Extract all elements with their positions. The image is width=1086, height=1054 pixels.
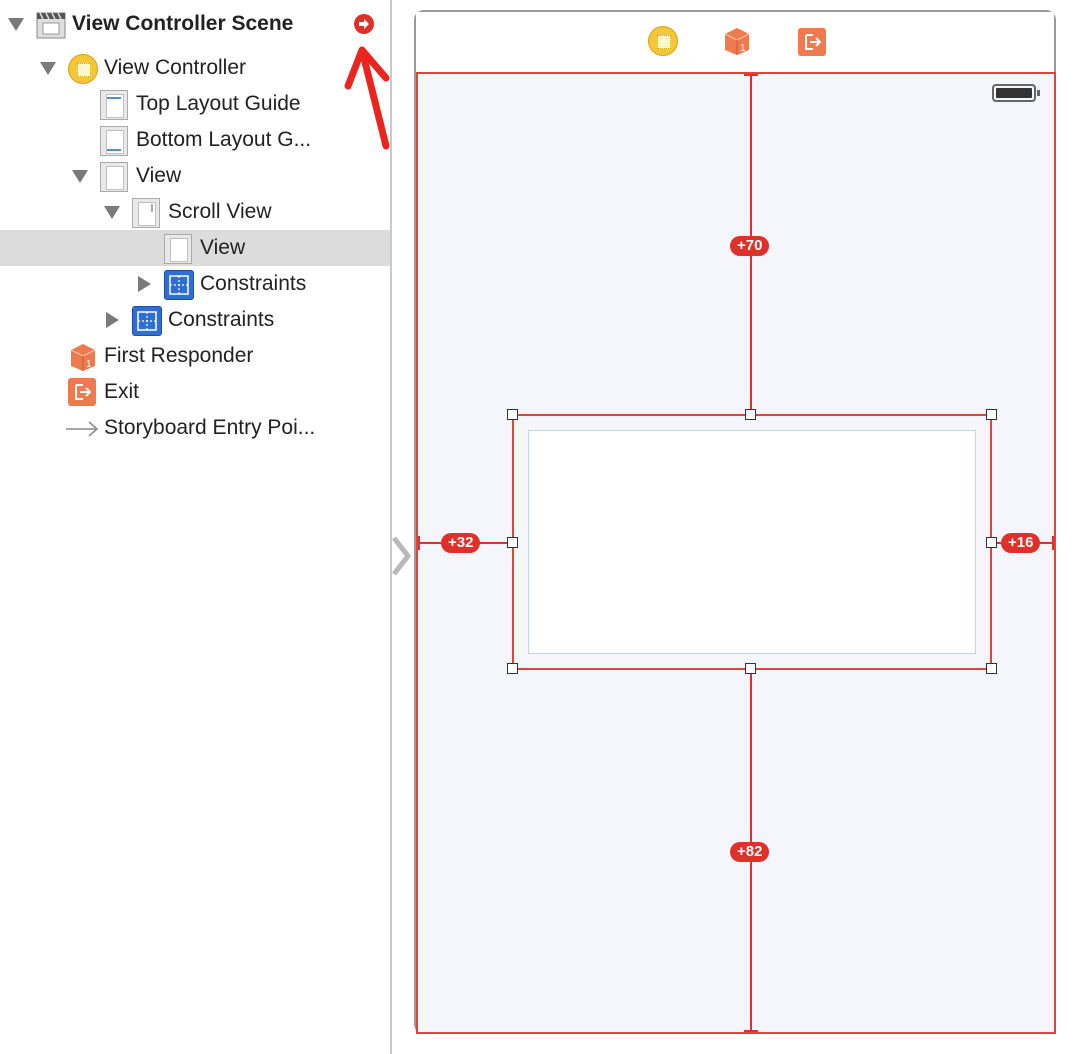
content-view[interactable] [528,430,976,654]
outline-row-view[interactable]: View [0,158,390,194]
resize-handle[interactable] [507,409,518,420]
document-outline: View Controller Scene View Controller To… [0,0,390,1054]
outline-item-label: View [136,164,182,187]
svg-text:1: 1 [86,359,92,370]
disclosure-triangle-icon[interactable] [138,276,151,292]
outline-row-view-controller[interactable]: View Controller [0,50,390,86]
outline-row-scene[interactable]: View Controller Scene [0,6,390,42]
layout-guide-icon [100,126,128,156]
outline-item-label: Exit [104,380,140,403]
exit-icon [68,378,96,406]
outline-item-label: View Controller [104,56,247,79]
disclosure-triangle-icon[interactable] [106,312,119,328]
constraint-end-cap [744,74,758,76]
bottom-constraint-badge[interactable]: +82 [730,842,770,862]
outline-item-label: Constraints [168,308,275,331]
outline-row-scroll-view[interactable]: Scroll View [0,194,390,230]
outline-row-constraints-outer[interactable]: Constraints [0,302,390,338]
outline-row-constraints-inner[interactable]: Constraints [0,266,390,302]
outline-item-label: Storyboard Entry Poi... [104,416,316,439]
dock-first-responder-icon[interactable]: 1 [722,26,752,61]
view-icon [164,234,192,264]
outline-row-content-view[interactable]: View [0,230,390,266]
dock-exit-icon[interactable] [798,28,826,56]
view-controller-icon [68,54,98,84]
view-icon [100,162,128,192]
constraints-icon [164,270,194,300]
outline-item-label: Constraints [200,272,307,295]
resize-handle[interactable] [745,663,756,674]
leading-constraint-badge[interactable]: +32 [441,533,481,553]
outline-row-entry-point[interactable]: Storyboard Entry Poi... [0,410,390,446]
resize-handle[interactable] [507,663,518,674]
outline-row-bottom-layout-guide[interactable]: Bottom Layout G... [0,122,390,158]
first-responder-icon: 1 [68,342,98,372]
scroll-view-icon [132,198,160,228]
outline-row-top-layout-guide[interactable]: Top Layout Guide [0,86,390,122]
disclosure-triangle-icon[interactable] [40,62,56,75]
battery-icon [992,84,1040,102]
resize-handle[interactable] [986,409,997,420]
disclosure-triangle-icon[interactable] [72,170,88,183]
constraints-icon [132,306,162,336]
annotation-arrow-icon [344,46,390,150]
layout-guide-icon [100,90,128,120]
outline-row-first-responder[interactable]: 1 First Responder [0,338,390,374]
outline-item-label: First Responder [104,344,254,367]
outline-item-label: View [200,236,246,259]
resize-handle[interactable] [745,409,756,420]
svg-text:1: 1 [740,43,746,54]
resize-handle[interactable] [986,537,997,548]
constraint-end-cap [744,1030,758,1032]
top-constraint-badge[interactable]: +70 [730,236,770,256]
entry-point-arrow-icon [64,414,99,444]
arrow-right-icon [359,19,369,29]
scene-icon [36,10,66,40]
entry-point-chevron-icon [392,536,412,576]
scene-title: View Controller Scene [72,12,294,35]
warning-arrow-button[interactable] [354,14,374,34]
resize-handle[interactable] [986,663,997,674]
scene-dock: 1 [416,12,1054,72]
panel-divider[interactable] [390,0,392,1054]
outline-row-exit[interactable]: Exit [0,374,390,410]
constraint-end-cap [418,536,420,550]
trailing-constraint-badge[interactable]: +16 [1001,533,1041,553]
outline-item-label: Bottom Layout G... [136,128,312,151]
dock-view-controller-icon[interactable] [648,26,678,56]
resize-handle[interactable] [507,537,518,548]
outline-item-label: Top Layout Guide [136,92,301,115]
constraint-end-cap [1052,536,1054,550]
disclosure-triangle-icon[interactable] [104,206,120,219]
outline-item-label: Scroll View [168,200,272,223]
disclosure-triangle-icon[interactable] [8,18,24,31]
